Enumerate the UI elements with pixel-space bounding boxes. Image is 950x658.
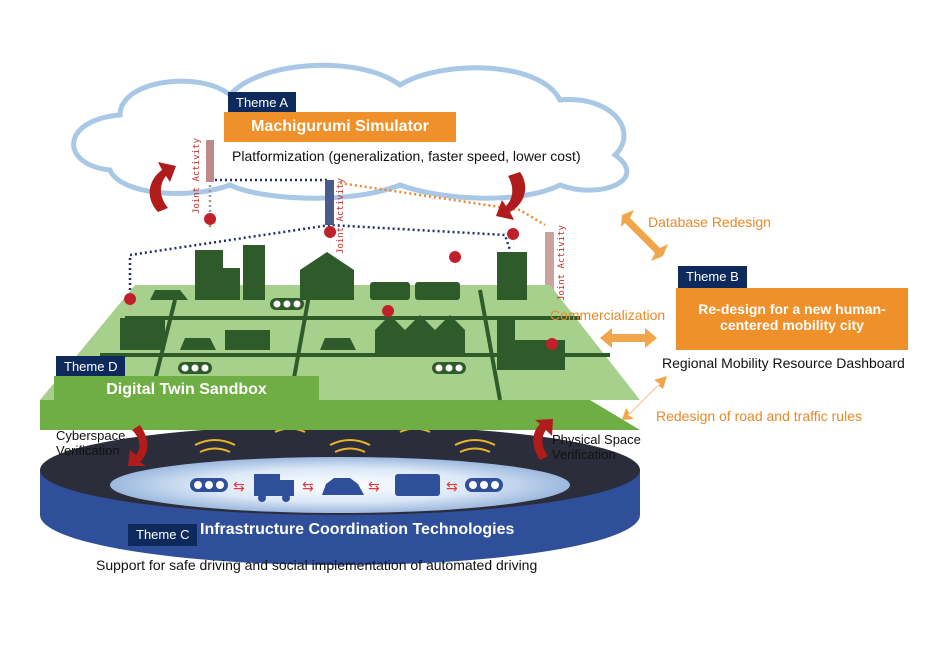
joint-pillar-3: [545, 232, 554, 298]
theme-d-title: Digital Twin Sandbox: [54, 376, 319, 404]
theme-b-tag: Theme B: [678, 266, 747, 288]
theme-b-title-line2: centered mobility city: [720, 317, 864, 333]
arrow-up-left-icon: [149, 162, 176, 212]
physical-verification-line2: Verification: [552, 447, 616, 462]
road-rules-label: Redesign of road and traffic rules: [656, 408, 862, 424]
traffic-lights: [178, 298, 466, 374]
svg-text:⇆: ⇆: [368, 479, 380, 495]
joint-pillar-1: [206, 140, 214, 182]
arrow-down-right-icon: [496, 172, 526, 220]
physical-space-verification: Physical Space Verification: [552, 432, 641, 462]
theme-a-tag: Theme A: [228, 92, 297, 114]
theme-a-title: Machigurumi Simulator: [224, 112, 456, 142]
theme-a-subtitle: Platformization (generalization, faster …: [232, 148, 581, 164]
theme-b-subtitle: Regional Mobility Resource Dashboard: [662, 355, 905, 371]
svg-text:⇆: ⇆: [446, 479, 458, 495]
orange-double-arrows: [600, 210, 668, 420]
svg-text:⇆: ⇆: [302, 479, 314, 495]
joint-activity-label-1: Joint Activity: [192, 138, 202, 214]
physical-verification-line1: Physical Space: [552, 432, 641, 447]
joint-activity-label-3: Joint Activity: [557, 225, 567, 301]
database-redesign-label: Database Redesign: [648, 214, 771, 230]
cyberspace-verification: Cyberspace Verification: [56, 428, 125, 458]
theme-c-tag: Theme C: [128, 524, 198, 546]
commercialization-label: Commercialization: [550, 307, 666, 323]
theme-b-title-line1: Re-design for a new human-: [698, 301, 886, 317]
theme-c-subtitle: Support for safe driving and social impl…: [96, 557, 538, 573]
theme-b-title-box: Re-design for a new human- centered mobi…: [676, 288, 908, 350]
cyberspace-verification-line1: Cyberspace: [56, 428, 126, 443]
cyberspace-verification-line2: Verification: [56, 443, 120, 458]
theme-c-title: Infrastructure Coordination Technologies: [200, 521, 515, 538]
joint-pillar-2: [325, 180, 334, 225]
disc-vehicles: ⇆ ⇆ ⇆ ⇆: [190, 474, 503, 502]
arrow-down-left-icon: [128, 425, 148, 466]
arrow-up-right-icon: [533, 419, 553, 460]
svg-text:⇆: ⇆: [233, 479, 245, 495]
location-pins: [124, 213, 559, 365]
joint-activity-label-2: Joint Activity: [336, 178, 346, 254]
theme-d-tag: Theme D: [56, 356, 126, 378]
city-buildings: [120, 245, 565, 370]
city-platform-side: [40, 400, 640, 430]
